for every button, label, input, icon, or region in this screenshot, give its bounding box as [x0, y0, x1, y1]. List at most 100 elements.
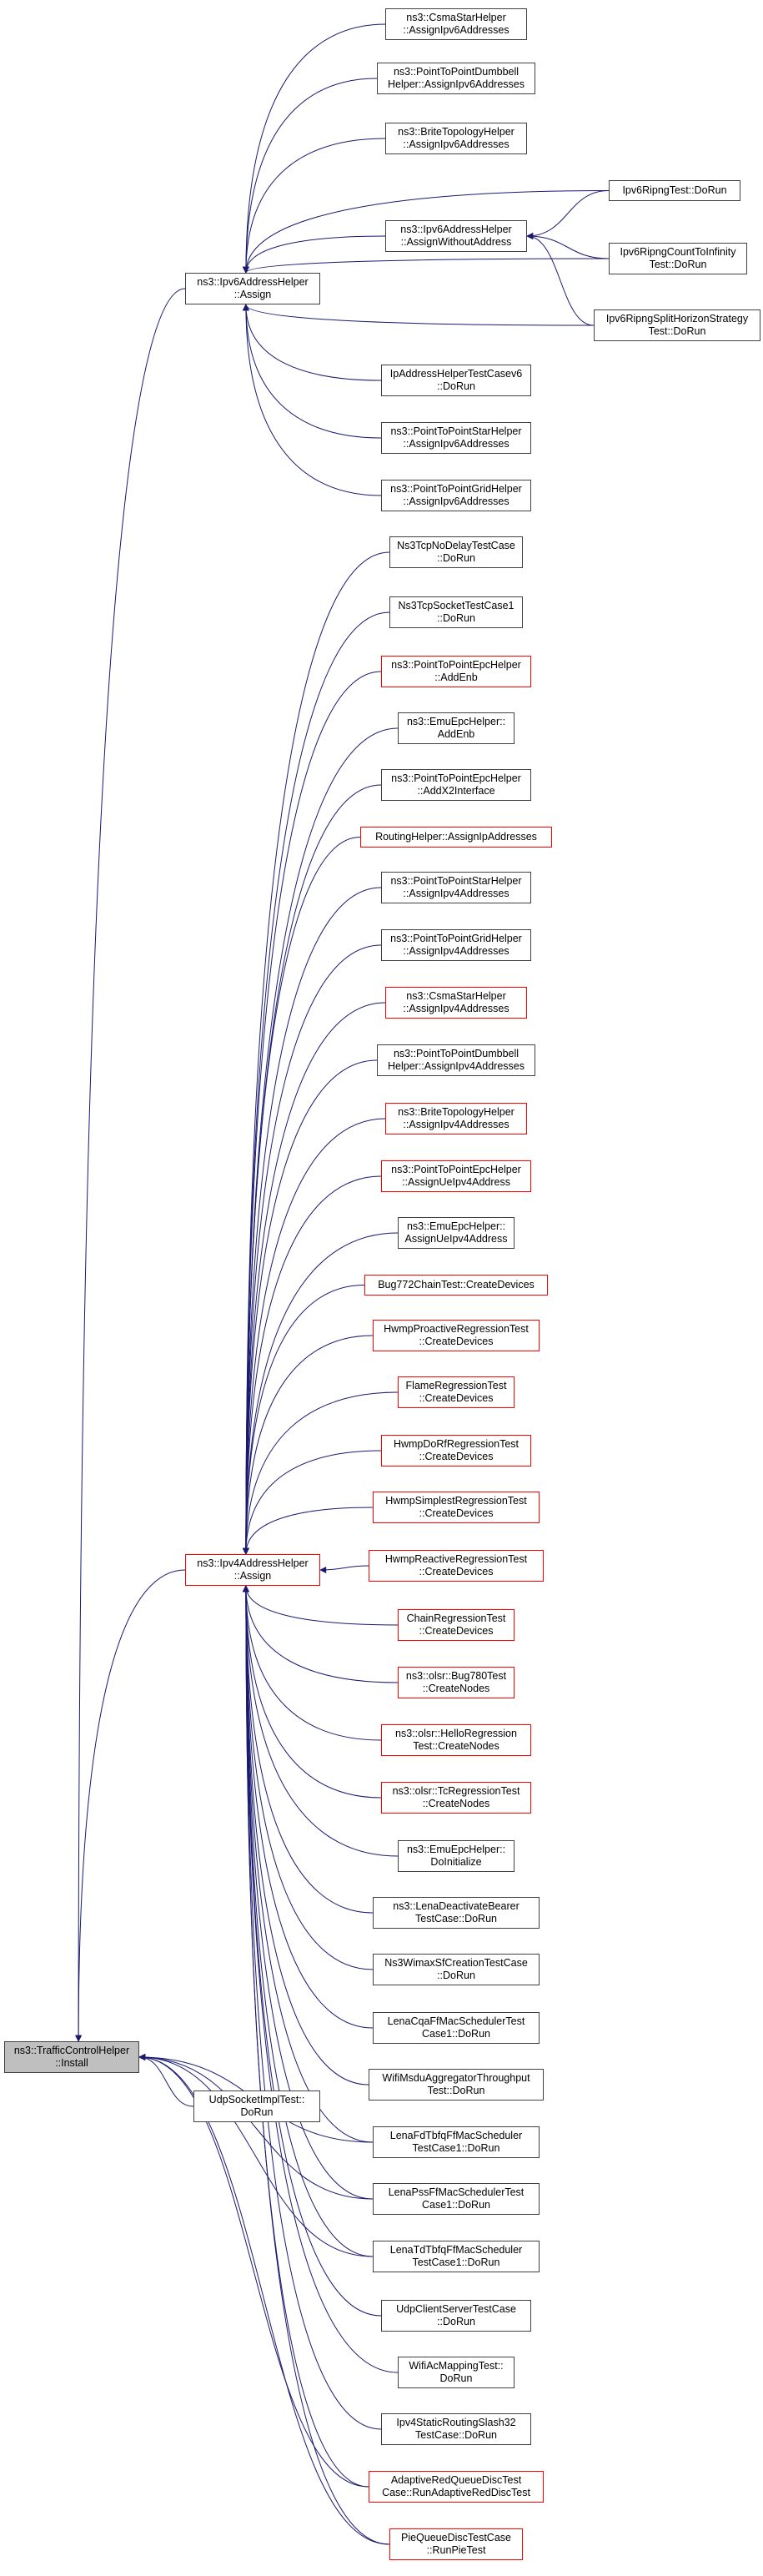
call-edge	[242, 23, 386, 274]
node-label-line: Ipv4StaticRoutingSlash32	[396, 2417, 516, 2428]
graph-node-v6-star[interactable]: ns3::PointToPointStarHelper::AssignIpv6A…	[381, 422, 531, 454]
node-label-line: Ipv6RipngTest::DoRun	[622, 184, 727, 196]
node-label-line: LenaCqaFfMacSchedulerTest	[387, 2015, 525, 2027]
graph-node-root: ns3::TrafficControlHelper::Install	[4, 2041, 139, 2073]
node-label-line: ::AssignWithoutAddress	[400, 236, 512, 248]
node-label-line: LenaFdTbfqFfMacScheduler	[389, 2130, 523, 2141]
graph-node-c17[interactable]: HwmpDoRfRegressionTest::CreateDevices	[381, 1435, 531, 1467]
graph-node-c15[interactable]: HwmpProactiveRegressionTest::CreateDevic…	[373, 1320, 540, 1351]
node-label-line: RoutingHelper::AssignIpAddresses	[375, 831, 537, 843]
graph-node-v6-csma[interactable]: ns3::CsmaStarHelper::AssignIpv6Addresses	[385, 8, 527, 40]
graph-node-c9[interactable]: ns3::CsmaStarHelper::AssignIpv4Addresses	[385, 987, 527, 1019]
node-label-line: Helper::AssignIpv4Addresses	[388, 1060, 525, 1072]
graph-node-c3[interactable]: ns3::PointToPointEpcHelper::AddEnb	[381, 656, 531, 687]
call-edge	[242, 1585, 374, 2200]
node-label-line: DoInitialize	[430, 1856, 482, 1868]
node-label-line: ::AssignIpv4Addresses	[403, 1119, 510, 1130]
call-edge	[242, 784, 382, 1555]
graph-node-c12[interactable]: ns3::PointToPointEpcHelper::AssignUeIpv4…	[381, 1160, 531, 1192]
graph-node-c11[interactable]: ns3::BriteTopologyHelper::AssignIpv4Addr…	[385, 1103, 527, 1135]
graph-node-ipv6assign[interactable]: ns3::Ipv6AddressHelper::Assign	[185, 273, 320, 304]
graph-node-ripng[interactable]: Ipv6RipngTest::DoRun	[609, 180, 740, 201]
graph-node-v6-without[interactable]: ns3::Ipv6AddressHelper::AssignWithoutAdd…	[385, 220, 527, 252]
node-label-line: ::AssignIpv6Addresses	[403, 438, 510, 450]
graph-node-v6-testcase[interactable]: IpAddressHelperTestCasev6::DoRun	[381, 365, 531, 396]
node-label-line: Test::CreateNodes	[413, 1740, 499, 1752]
graph-node-v6-grid[interactable]: ns3::PointToPointGridHelper::AssignIpv6A…	[381, 480, 531, 511]
graph-node-c1[interactable]: Ns3TcpNoDelayTestCase::DoRun	[389, 536, 523, 568]
node-label-line: ::DoRun	[437, 2316, 475, 2327]
graph-node-ipv4assign[interactable]: ns3::Ipv4AddressHelper::Assign	[185, 1554, 320, 1586]
call-edge	[526, 233, 595, 326]
node-label-line: ::AssignUeIpv4Address	[402, 1176, 510, 1188]
call-edge	[242, 304, 382, 439]
call-edge	[242, 190, 610, 274]
node-label-line: ns3::CsmaStarHelper	[406, 12, 506, 23]
node-label-line: Ipv6RipngSplitHorizonStrategy	[605, 313, 749, 325]
node-label-line: ns3::PointToPointDumbbell	[393, 1048, 520, 1059]
node-label-line: WifiAcMappingTest::	[409, 2360, 504, 2372]
call-edge	[242, 1585, 374, 1970]
graph-node-c24[interactable]: ns3::EmuEpcHelper::DoInitialize	[398, 1840, 515, 1872]
graph-node-c2[interactable]: Ns3TcpSocketTestCase1::DoRun	[389, 596, 523, 628]
node-label-line: ::AssignIpv4Addresses	[403, 1003, 510, 1014]
node-label-line: IpAddressHelperTestCasev6	[389, 368, 523, 380]
graph-node-udpsock[interactable]: UdpSocketImplTest::DoRun	[193, 2090, 320, 2122]
graph-node-c19[interactable]: HwmpReactiveRegressionTest::CreateDevice…	[369, 1550, 544, 1582]
node-label-line: HwmpDoRfRegressionTest	[393, 1438, 520, 1450]
node-label-line: Ns3TcpNoDelayTestCase	[397, 540, 515, 551]
graph-node-c18[interactable]: HwmpSimplestRegressionTest::CreateDevice…	[373, 1492, 540, 1523]
graph-node-c20[interactable]: ChainRegressionTest::CreateDevices	[398, 1609, 515, 1641]
call-edge	[242, 837, 361, 1555]
node-label-line: ns3::PointToPointStarHelper	[390, 875, 522, 887]
call-edge	[526, 190, 610, 239]
node-label-line: FlameRegressionTest	[405, 1380, 507, 1391]
node-label-line: ::CreateDevices	[419, 1392, 494, 1404]
graph-node-c7[interactable]: ns3::PointToPointStarHelper::AssignIpv4A…	[381, 872, 531, 903]
call-edge	[138, 2054, 374, 2257]
graph-node-c33[interactable]: WifiAcMappingTest::DoRun	[398, 2357, 515, 2388]
call-edge	[242, 671, 382, 1555]
node-label-line: PieQueueDiscTestCase	[400, 2532, 511, 2543]
call-edge	[242, 1585, 374, 2029]
node-label-line: ::AssignIpv6Addresses	[403, 138, 510, 150]
graph-node-c36[interactable]: PieQueueDiscTestCase::RunPieTest	[389, 2528, 523, 2560]
call-edge	[242, 78, 378, 274]
call-edge	[138, 2054, 390, 2545]
call-edge	[138, 2054, 194, 2107]
graph-node-c6[interactable]: RoutingHelper::AssignIpAddresses	[360, 827, 552, 848]
graph-node-c26[interactable]: Ns3WimaxSfCreationTestCase::DoRun	[373, 1954, 540, 1985]
call-edge	[242, 887, 382, 1555]
graph-node-c16[interactable]: FlameRegressionTest::CreateDevices	[398, 1376, 515, 1408]
graph-node-c8[interactable]: ns3::PointToPointGridHelper::AssignIpv4A…	[381, 929, 531, 961]
node-label-line: Test::DoRun	[648, 325, 706, 337]
call-edge	[243, 258, 610, 274]
graph-node-c14[interactable]: Bug772ChainTest::CreateDevices	[364, 1275, 548, 1296]
graph-node-c13[interactable]: ns3::EmuEpcHelper::AssignUeIpv4Address	[398, 1217, 515, 1249]
graph-node-v6-brite[interactable]: ns3::BriteTopologyHelper::AssignIpv6Addr…	[385, 123, 527, 154]
graph-node-c21[interactable]: ns3::olsr::Bug780Test::CreateNodes	[398, 1667, 515, 1698]
node-label-line: ns3::olsr::Bug780Test	[405, 1670, 507, 1682]
call-edge	[138, 2054, 374, 2200]
graph-node-c5[interactable]: ns3::PointToPointEpcHelper::AddX2Interfa…	[381, 769, 531, 801]
graph-node-c32[interactable]: UdpClientServerTestCase::DoRun	[381, 2300, 531, 2332]
node-label-line: DoRun	[439, 2372, 473, 2384]
graph-node-c4[interactable]: ns3::EmuEpcHelper::AddEnb	[398, 712, 515, 744]
node-label-line: WifiMsduAggregatorThroughput	[382, 2072, 530, 2084]
call-edge	[242, 944, 382, 1555]
graph-node-c23[interactable]: ns3::olsr::TcRegressionTest::CreateNodes	[381, 1782, 531, 1814]
node-label-line: ns3::PointToPointEpcHelper	[391, 659, 521, 671]
